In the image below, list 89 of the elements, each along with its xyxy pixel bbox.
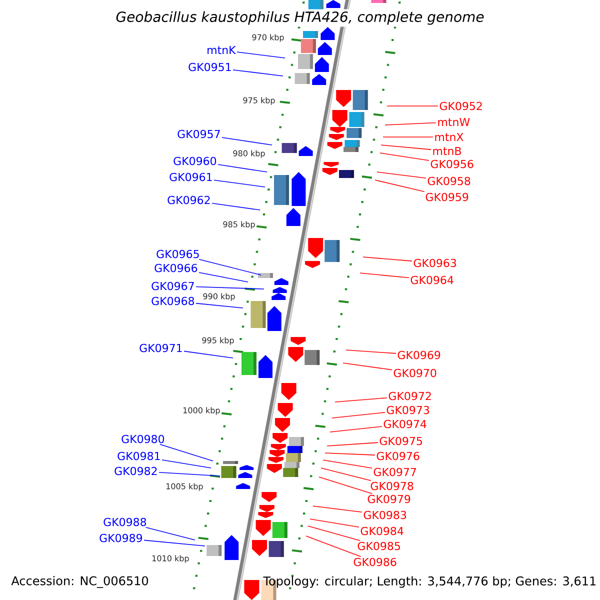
gene-label: GK0956 bbox=[430, 160, 474, 168]
gene-label: GK0983 bbox=[364, 510, 406, 520]
leader-line bbox=[236, 52, 286, 58]
scale-label: 980 kbp bbox=[232, 150, 266, 158]
gene-label: GK0957 bbox=[178, 130, 220, 138]
gene-label: mtnX bbox=[435, 133, 464, 142]
leader-line bbox=[184, 350, 234, 358]
gene-label: GK0968 bbox=[152, 296, 194, 306]
leader-line bbox=[198, 258, 262, 276]
gene-label: GK0976 bbox=[376, 452, 420, 460]
gene-label: mtnK bbox=[208, 46, 236, 54]
leader-line bbox=[310, 518, 360, 528]
leader-line bbox=[212, 202, 260, 210]
leader-line bbox=[162, 459, 212, 468]
gene-label: GK0986 bbox=[354, 558, 396, 566]
leader-line bbox=[384, 122, 436, 126]
scale-label: 1005 kbp bbox=[165, 482, 204, 492]
leader-line bbox=[160, 444, 214, 462]
gene-label: GK0958 bbox=[428, 176, 470, 186]
leader-line bbox=[196, 302, 244, 308]
info-text: Accession: NC_006510 bbox=[11, 576, 148, 588]
leader-line bbox=[374, 180, 425, 192]
scale-label: 975 kbp bbox=[242, 96, 276, 106]
gene-label: GK0965 bbox=[156, 250, 199, 258]
leader-line bbox=[326, 442, 378, 446]
gene-label: GK0982 bbox=[114, 466, 157, 476]
gene-label: GK0988 bbox=[104, 518, 146, 526]
leader-line bbox=[214, 180, 266, 188]
leader-line bbox=[342, 362, 392, 370]
gene-label: GK0974 bbox=[384, 420, 426, 428]
leader-line bbox=[308, 526, 360, 542]
gene-label: GK0979 bbox=[368, 494, 410, 504]
scale-label: 985 kbp bbox=[222, 220, 256, 230]
leader-line bbox=[158, 472, 220, 476]
gene-label: GK0960 bbox=[174, 156, 216, 166]
leader-line bbox=[144, 540, 206, 546]
gene-label: mtnB bbox=[433, 147, 461, 156]
gene-label: GK0962 bbox=[168, 196, 210, 204]
leader-line bbox=[362, 256, 412, 262]
leader-line bbox=[346, 350, 396, 354]
gene-label: GK0981 bbox=[118, 452, 160, 460]
leader-line bbox=[222, 137, 272, 146]
gene-label: GK0980 bbox=[122, 434, 164, 444]
gene-label: GK0973 bbox=[386, 406, 430, 414]
gene-label: GK0985 bbox=[358, 542, 400, 550]
info-text: Topology: circular; Length: 3,544,776 bp; Genes: 3,611 bbox=[263, 576, 596, 588]
leader-line bbox=[306, 536, 362, 558]
gene-label: GK0966 bbox=[154, 264, 198, 272]
leader-line bbox=[324, 452, 376, 456]
scale-label: 970 kbp bbox=[251, 34, 285, 42]
leader-line bbox=[318, 476, 372, 494]
leader-line bbox=[380, 144, 432, 150]
leader-line bbox=[198, 272, 248, 282]
gene-label: GK0951 bbox=[188, 62, 231, 72]
leader-line bbox=[196, 286, 264, 290]
gene-label: mtnW bbox=[438, 118, 470, 126]
leader-line bbox=[360, 272, 410, 278]
gene-label: GK0972 bbox=[388, 392, 431, 400]
title: Geobacillus kaustophilus HTA426, complete genome bbox=[114, 9, 486, 27]
leader-line bbox=[330, 426, 382, 432]
leader-line bbox=[334, 397, 388, 402]
leader-line bbox=[376, 172, 426, 179]
scale-label: 995 kbp bbox=[201, 336, 235, 346]
gene-label: GK0971 bbox=[140, 344, 182, 352]
gene-label: GK0977 bbox=[374, 468, 416, 476]
leader-line bbox=[145, 526, 196, 540]
leader-line bbox=[320, 468, 372, 482]
gene-label: GK0952 bbox=[440, 102, 482, 110]
leader-line bbox=[322, 460, 372, 469]
leader-line bbox=[218, 164, 268, 172]
gene-label: GK0978 bbox=[370, 482, 414, 490]
gene-label: GK0961 bbox=[170, 172, 212, 182]
scale-label: 1010 kbp bbox=[151, 554, 190, 564]
gene-label: GK0975 bbox=[380, 436, 422, 446]
gene-label: GK0959 bbox=[426, 192, 468, 202]
leader-line bbox=[382, 136, 434, 138]
scale-label: 990 kbp bbox=[202, 292, 236, 302]
leader-line bbox=[312, 506, 362, 513]
gene-label: GK0970 bbox=[394, 368, 436, 378]
leader-line bbox=[332, 412, 386, 418]
gene-label: GK0967 bbox=[152, 282, 194, 290]
gene-label: GK0963 bbox=[414, 258, 456, 268]
leader-line bbox=[380, 152, 430, 161]
leader-line bbox=[232, 69, 284, 76]
gene-label: GK0969 bbox=[398, 350, 440, 360]
gene-label: GK0989 bbox=[100, 534, 142, 542]
gene-label: GK0984 bbox=[360, 526, 404, 536]
gene-label: GK0964 bbox=[410, 276, 454, 284]
scale-label: 1000 kbp bbox=[182, 406, 221, 416]
